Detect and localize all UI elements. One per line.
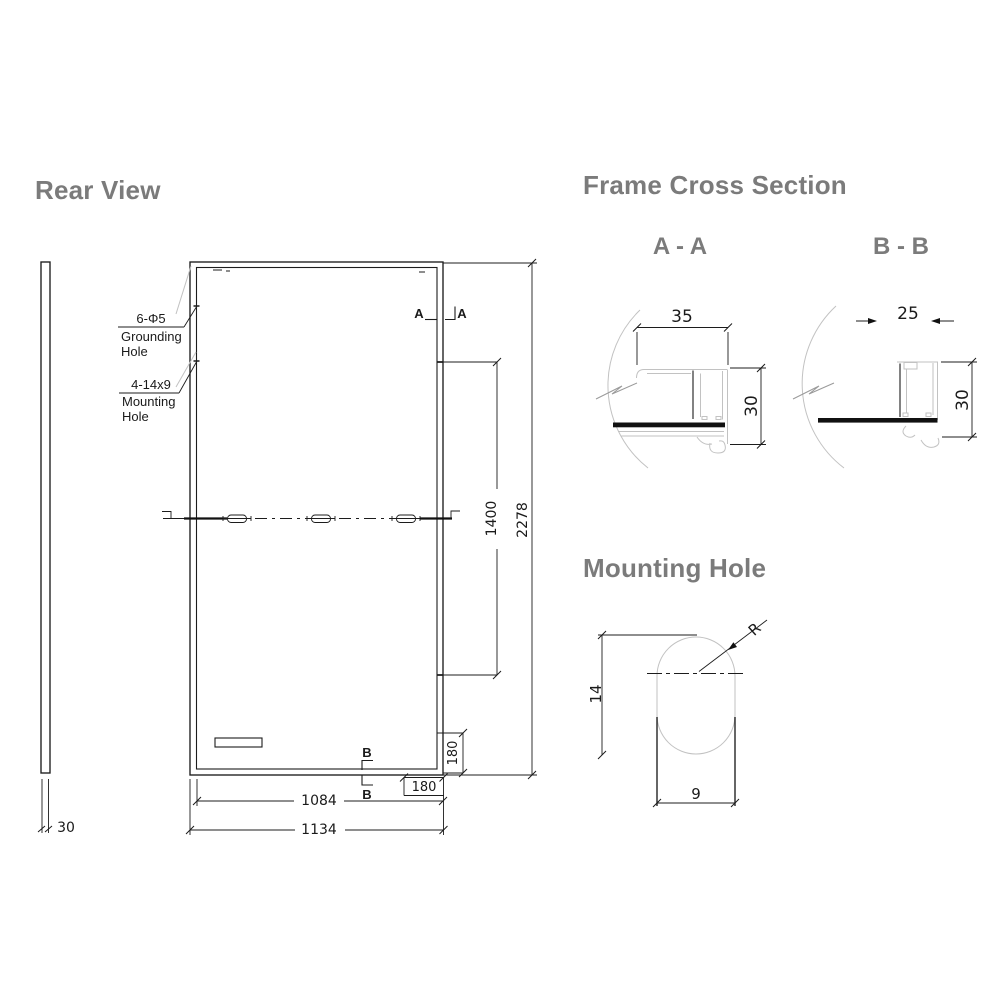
section-mark-a-left: A	[414, 306, 424, 321]
aa-frame-profile	[613, 369, 728, 454]
glass-layer	[818, 418, 938, 423]
grounding-hole-spec: 6-Φ5	[136, 311, 165, 326]
detail-circle-arc	[801, 305, 845, 469]
frame-bottom-lip	[902, 425, 940, 448]
junction-box	[214, 737, 263, 748]
callout-grounding-hole: 6-Φ5 Grounding Hole	[118, 265, 198, 359]
mounting-hole-label-1: Mounting	[122, 394, 175, 409]
callout-mounting-hole: 4-14x9 Mounting Hole	[119, 351, 198, 424]
section-mark-b-bottom: B	[362, 787, 371, 802]
side-edge-view: 30	[37, 261, 75, 836]
dim-bb-width: 25	[856, 304, 954, 324]
section-mark-a-right: A	[457, 306, 467, 321]
radius-label: R	[745, 619, 765, 639]
frame-cross-section-title: Frame Cross Section	[583, 170, 847, 200]
grounding-hole-label-1: Grounding	[121, 329, 182, 344]
panel-centerline	[162, 510, 460, 523]
mounting-hole-title: Mounting Hole	[583, 553, 767, 583]
dim-total-height-text: 2278	[515, 502, 531, 538]
dim-aa-width: 35	[632, 307, 733, 365]
dim-hole-height-text: 14	[587, 684, 605, 703]
section-bb-drawing: 25 30	[792, 304, 977, 469]
dim-total-height: 2278	[443, 258, 537, 780]
section-cut-marks-a: A A	[414, 306, 467, 321]
grounding-leader-line	[183, 305, 198, 328]
dim-corner-horizontal: 180	[399, 773, 448, 806]
center-slot-2	[306, 514, 336, 523]
dim-aa-height-text: 30	[742, 395, 762, 417]
dim-mounting-span: 1400	[443, 357, 502, 680]
dim-hole-width: 9	[652, 785, 740, 808]
break-line	[792, 382, 835, 400]
mounting-leader-line	[178, 360, 198, 394]
dim-mounting-span-text: 1400	[484, 501, 500, 537]
grounding-hole-label-2: Hole	[121, 344, 148, 359]
section-cut-marks-b: B B	[361, 745, 373, 802]
dim-frame-thickness: 30	[57, 820, 75, 836]
dim-corner-vertical: 180	[437, 728, 468, 778]
dim-total-width: 1134	[185, 779, 448, 838]
rear-view-drawing: 30 6-Φ5 Grounding Hole	[37, 258, 537, 838]
detail-circle-arc	[607, 309, 649, 469]
break-line	[595, 382, 638, 400]
dim-bb-height: 30	[941, 357, 977, 442]
dim-hole-height: 14	[587, 630, 697, 760]
mounting-hole-label-2: Hole	[122, 409, 149, 424]
top-edge-marks	[213, 269, 425, 273]
dim-total-width-text: 1134	[301, 822, 337, 838]
mounting-slot-outline	[656, 636, 736, 755]
rear-view-title: Rear View	[35, 175, 161, 205]
dim-corner-vertical-text: 180	[446, 741, 461, 766]
dim-inner-width: 1084	[192, 779, 448, 809]
dim-corner-horizontal-text: 180	[412, 780, 437, 795]
center-slot-3	[391, 514, 421, 523]
section-mark-b-top: B	[362, 745, 371, 760]
glass-layer	[613, 422, 725, 428]
slot-side-walls	[656, 717, 736, 806]
side-profile-outline	[40, 261, 51, 774]
bb-frame-profile	[818, 361, 940, 448]
dim-aa-width-text: 35	[671, 307, 693, 327]
mounting-hole-drawing: 14 R 9	[587, 619, 768, 808]
frame-bottom-lip	[696, 436, 726, 454]
center-slot-1	[222, 514, 252, 523]
mounting-hole-spec: 4-14x9	[131, 377, 171, 392]
section-bb-title: B - B	[873, 233, 929, 260]
section-aa-title: A - A	[652, 233, 708, 260]
dim-hole-width-text: 9	[691, 785, 701, 803]
right-frame-hole-marks	[437, 361, 443, 676]
dim-inner-width-text: 1084	[301, 793, 337, 809]
dim-bb-width-text: 25	[897, 304, 919, 324]
dim-bb-height-text: 30	[953, 389, 973, 411]
dim-aa-height: 30	[730, 363, 766, 449]
section-aa-drawing: 35 30	[595, 307, 766, 469]
